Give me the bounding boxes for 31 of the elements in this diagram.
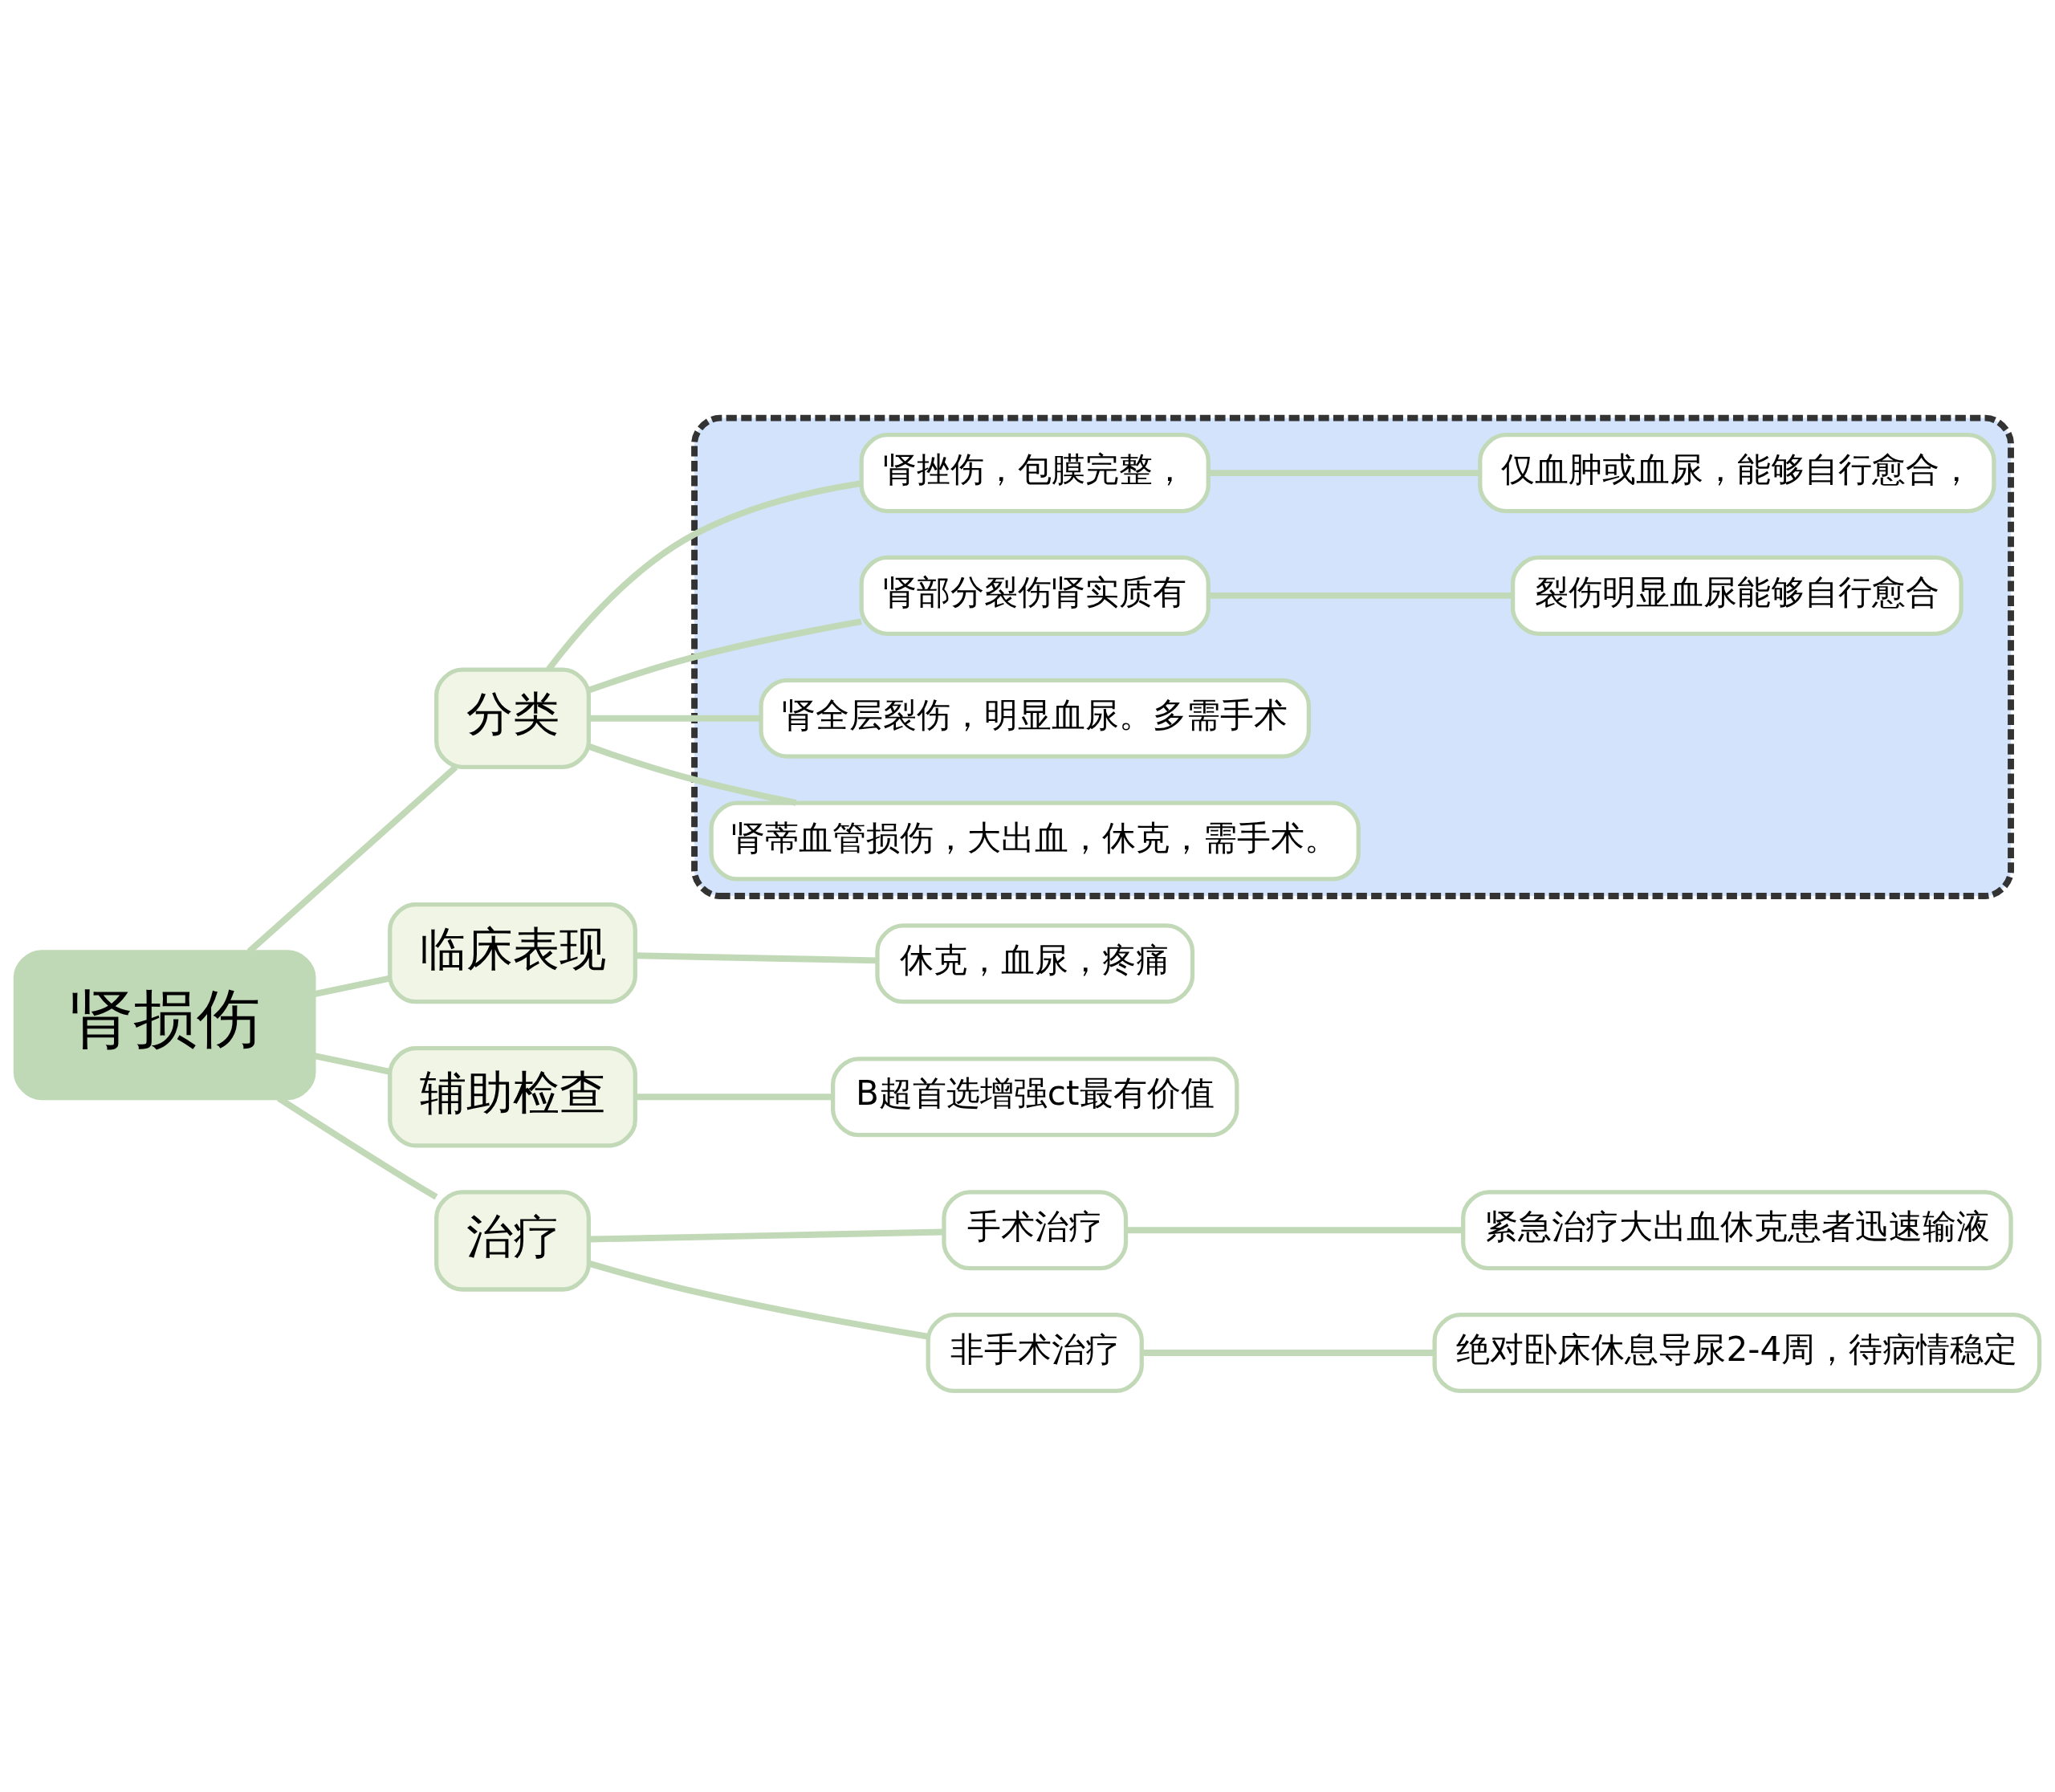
connector <box>635 952 877 964</box>
cluster <box>691 414 2014 899</box>
node-box: 仅血肿或血尿，能够自行愈合， <box>1478 433 1996 514</box>
node-box: B超首选增强ct最有价值 <box>831 1057 1239 1138</box>
connector <box>1208 470 1479 477</box>
node-box: 非手术治疗 <box>926 1313 1144 1394</box>
node-box: 辅助检查 <box>388 1046 637 1148</box>
node-box: 肾蒂血管损伤，大出血，休克，需手术。 <box>709 800 1361 882</box>
connector <box>1208 592 1513 599</box>
node-box: 肾挫伤，包膜完整， <box>859 433 1211 514</box>
node-box: 肾损伤 <box>13 950 316 1101</box>
connector <box>1125 1227 1463 1234</box>
connector <box>588 743 797 806</box>
node-box: 紧急治疗大出血休克患者迅速输液 <box>1461 1190 2013 1271</box>
connector <box>588 1228 944 1243</box>
node-box: 肾全层裂伤，明显血尿。多需手术 <box>759 678 1311 759</box>
node-box: 裂伤明显血尿能够自行愈合 <box>1510 555 1963 636</box>
node-box: 休克，血尿，疼痛 <box>875 923 1195 1004</box>
connector <box>314 975 391 998</box>
connector <box>314 1053 391 1075</box>
connector <box>588 1261 929 1340</box>
node-box: 分类 <box>434 667 591 769</box>
node-box: 肾部分裂伤肾实质有 <box>859 555 1211 636</box>
node-box: 临床表现 <box>388 902 637 1004</box>
connector <box>588 715 761 722</box>
connector <box>1141 1350 1434 1356</box>
connector <box>635 1094 833 1101</box>
connector <box>588 618 862 694</box>
node-box: 治疗 <box>434 1190 591 1292</box>
node-box: 绝对卧床休息导尿2-4周，待病情稳定 <box>1432 1313 2042 1394</box>
node-box: 手术治疗 <box>942 1190 1129 1271</box>
